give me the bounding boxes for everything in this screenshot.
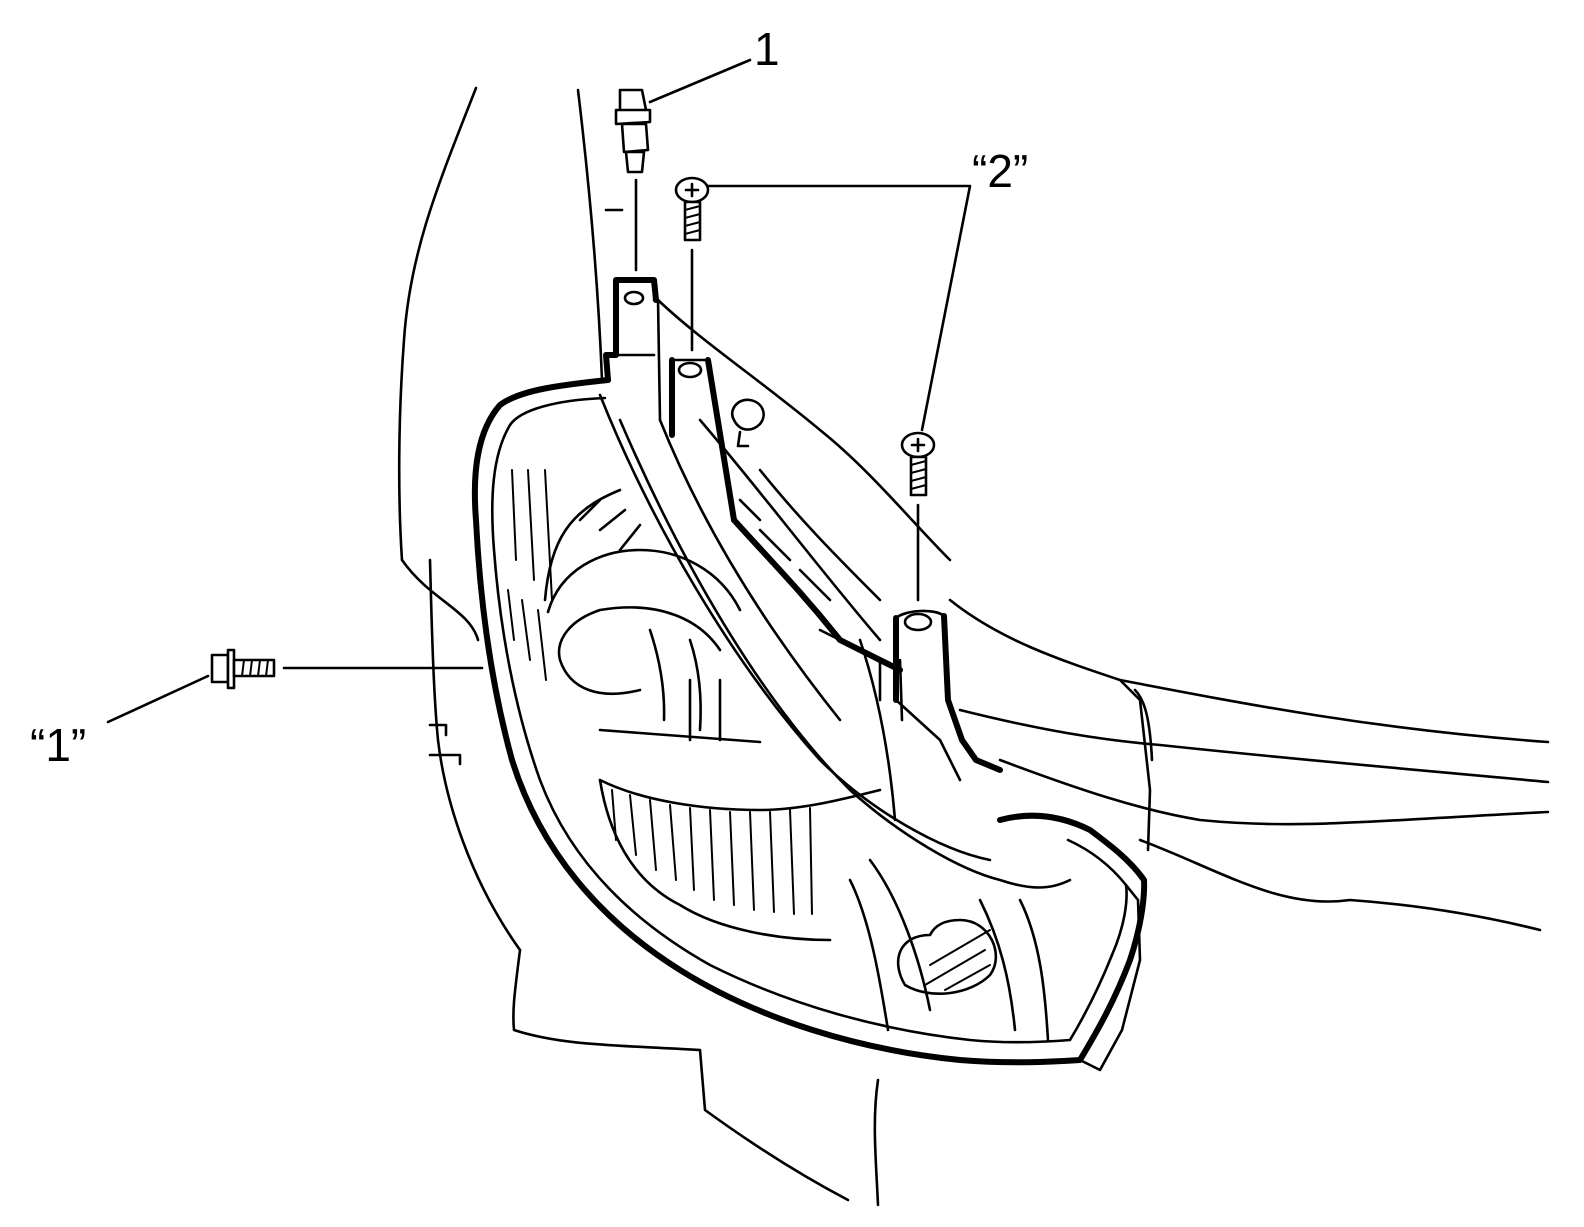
upper-bolt-right-icon [900, 431, 936, 602]
hood-panel [656, 298, 1550, 932]
headlamp-housing [471, 377, 1148, 1072]
upper-bolt-left-icon [674, 176, 710, 352]
callout-side-bolt-label: “1” [30, 719, 87, 771]
upper-bracket [603, 277, 1003, 782]
callout-push-pin-label: 1 [754, 23, 780, 75]
push-pin-retainer-icon [614, 58, 752, 272]
callout-upper-bolts-label: “2” [972, 145, 1029, 197]
fender-panel [397, 86, 880, 1207]
bolt-2-leader-line [706, 184, 972, 432]
side-bolt-icon [106, 648, 484, 724]
